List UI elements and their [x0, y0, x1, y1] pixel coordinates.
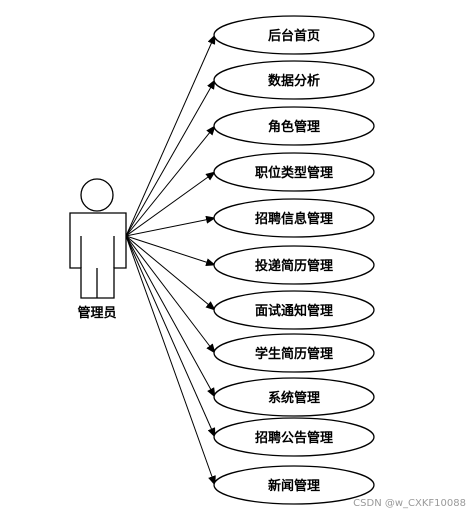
use-case-resume-submission-management: 投递简历管理 [213, 245, 375, 285]
association-arrow-5 [125, 215, 216, 237]
use-case-ellipse [213, 377, 375, 417]
use-case-ellipse [213, 465, 375, 505]
use-case-data-analysis: 数据分析 [213, 60, 375, 100]
use-case-label: 数据分析 [268, 73, 320, 89]
association-arrow-4 [125, 171, 216, 237]
association-arrow-7 [125, 235, 216, 311]
use-case-ellipse [213, 417, 375, 457]
use-case-ellipse [213, 15, 375, 55]
association-arrow-8 [125, 235, 216, 354]
use-case-label: 职位类型管理 [255, 165, 333, 181]
use-case-recruitment-info-management: 招聘信息管理 [213, 198, 375, 238]
use-case-label: 后台首页 [268, 28, 320, 44]
use-case-ellipse [213, 152, 375, 192]
use-case-ellipse [213, 245, 375, 285]
use-case-role-management: 角色管理 [213, 106, 375, 146]
use-case-news-management: 新闻管理 [213, 465, 375, 505]
use-case-label: 角色管理 [268, 119, 320, 135]
use-case-ellipse [213, 333, 375, 373]
use-case-recruitment-announcement-management: 招聘公告管理 [213, 417, 375, 457]
actor-body [69, 212, 127, 299]
use-case-ellipse [213, 290, 375, 330]
association-arrow-11 [125, 235, 216, 486]
actor-figure [69, 178, 127, 299]
use-case-student-resume-management: 学生简历管理 [213, 333, 375, 373]
association-arrow-6 [125, 235, 216, 267]
use-case-ellipse [213, 198, 375, 238]
use-case-label: 招聘公告管理 [255, 430, 333, 446]
use-case-ellipse [213, 106, 375, 146]
association-arrow-1 [125, 34, 216, 237]
association-arrow-3 [125, 125, 216, 237]
use-case-label: 招聘信息管理 [255, 211, 333, 227]
use-case-interview-notice-management: 面试通知管理 [213, 290, 375, 330]
use-case-label: 新闻管理 [268, 478, 320, 494]
use-case-position-type-management: 职位类型管理 [213, 152, 375, 192]
association-arrow-2 [125, 79, 216, 237]
association-arrow-9 [125, 235, 216, 398]
use-case-system-management: 系统管理 [213, 377, 375, 417]
watermark: CSDN @w_CXKF10088 [353, 498, 466, 509]
actor-head [80, 178, 114, 212]
use-case-home: 后台首页 [213, 15, 375, 55]
use-case-label: 投递简历管理 [255, 258, 333, 274]
use-case-ellipse [213, 60, 375, 100]
association-arrows [125, 34, 216, 486]
association-arrow-10 [125, 235, 216, 438]
use-case-label: 系统管理 [268, 390, 320, 406]
use-case-group: 后台首页 数据分析 角色管理 职位类型管理 招聘信息管理 投递简历管理 面试通知… [213, 15, 375, 505]
actor-label: 管理员 [77, 305, 116, 321]
use-case-label: 学生简历管理 [255, 346, 333, 362]
use-case-label: 面试通知管理 [255, 303, 333, 319]
